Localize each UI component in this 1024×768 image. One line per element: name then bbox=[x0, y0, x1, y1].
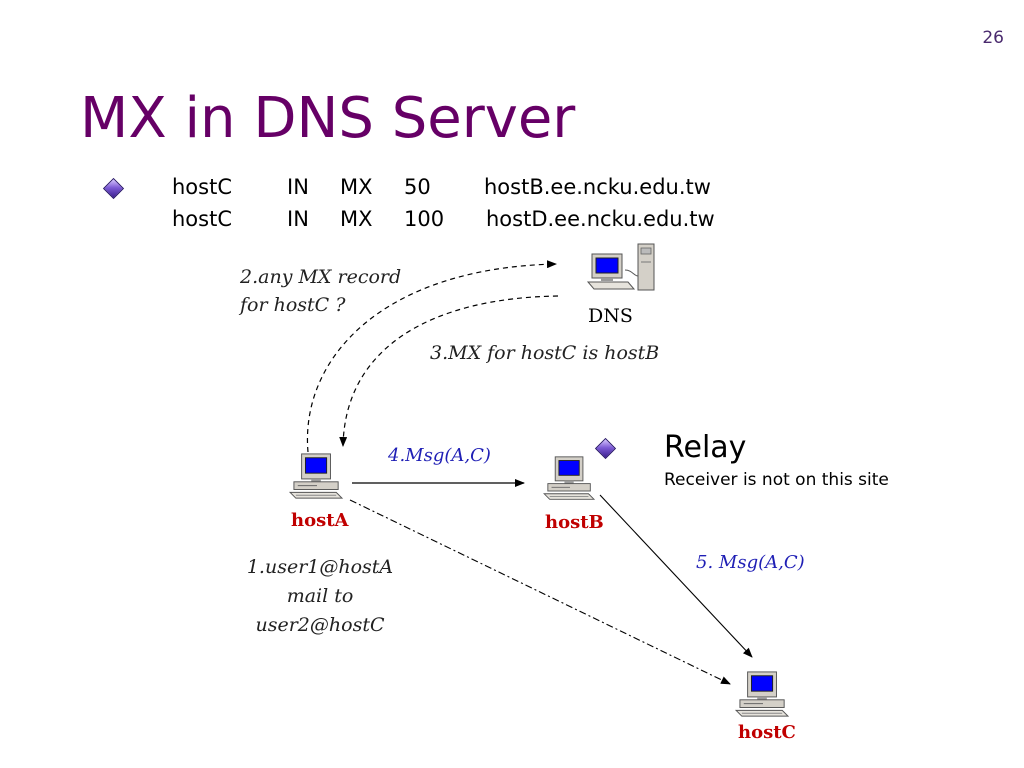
computer-icon bbox=[735, 671, 789, 717]
step4-label: 4.Msg(A,C) bbox=[388, 445, 491, 466]
mx-record-name: hostC bbox=[172, 207, 232, 231]
dns-server-icon bbox=[586, 243, 655, 291]
arrow-step3 bbox=[339, 295, 559, 447]
arrow-step5 bbox=[599, 494, 753, 658]
step2-label-line1: 2.any MX record bbox=[240, 266, 402, 288]
relay-description: Receiver is not on this site bbox=[664, 470, 889, 490]
arrow-step2 bbox=[306, 260, 557, 453]
host-c-label: hostC bbox=[738, 722, 796, 743]
step1-label-line2: mail to bbox=[286, 585, 354, 607]
mx-record-preference: 100 bbox=[404, 207, 445, 231]
dns-label: DNS bbox=[588, 305, 633, 327]
mx-record-row: hostC IN MX 50 hostB.ee.ncku.edu.tw bbox=[172, 175, 772, 203]
step1-label-line3: user2@hostC bbox=[255, 614, 385, 636]
host-a-label: hostA bbox=[291, 510, 349, 531]
relay-title: Relay bbox=[664, 430, 747, 465]
step1-label-line1: 1.user1@hostA bbox=[246, 556, 394, 578]
mx-record-class: IN bbox=[287, 175, 309, 199]
step3-label: 3.MX for hostC is hostB bbox=[430, 342, 660, 364]
mx-record-type: MX bbox=[340, 207, 373, 231]
host-b-label: hostB bbox=[545, 512, 604, 533]
mx-record-row: hostC IN MX 100 hostD.ee.ncku.edu.tw bbox=[172, 207, 772, 235]
mx-record-class: IN bbox=[287, 207, 309, 231]
mx-record-exchange: hostB.ee.ncku.edu.tw bbox=[484, 175, 711, 199]
step1-label: 1.user1@hostA mail to user2@hostC bbox=[230, 553, 410, 640]
mx-record-preference: 50 bbox=[404, 175, 431, 199]
slide-title: MX in DNS Server bbox=[80, 86, 576, 151]
mx-record-name: hostC bbox=[172, 175, 232, 199]
slide-number: 26 bbox=[982, 28, 1004, 48]
computer-icon bbox=[543, 456, 595, 500]
mx-record-type: MX bbox=[340, 175, 373, 199]
step5-label: 5. Msg(A,C) bbox=[696, 552, 805, 573]
arrow-step1 bbox=[349, 499, 731, 685]
computer-icon bbox=[289, 453, 343, 499]
step2-label-line2: for hostC ? bbox=[240, 294, 346, 316]
mx-record-exchange: hostD.ee.ncku.edu.tw bbox=[486, 207, 715, 231]
